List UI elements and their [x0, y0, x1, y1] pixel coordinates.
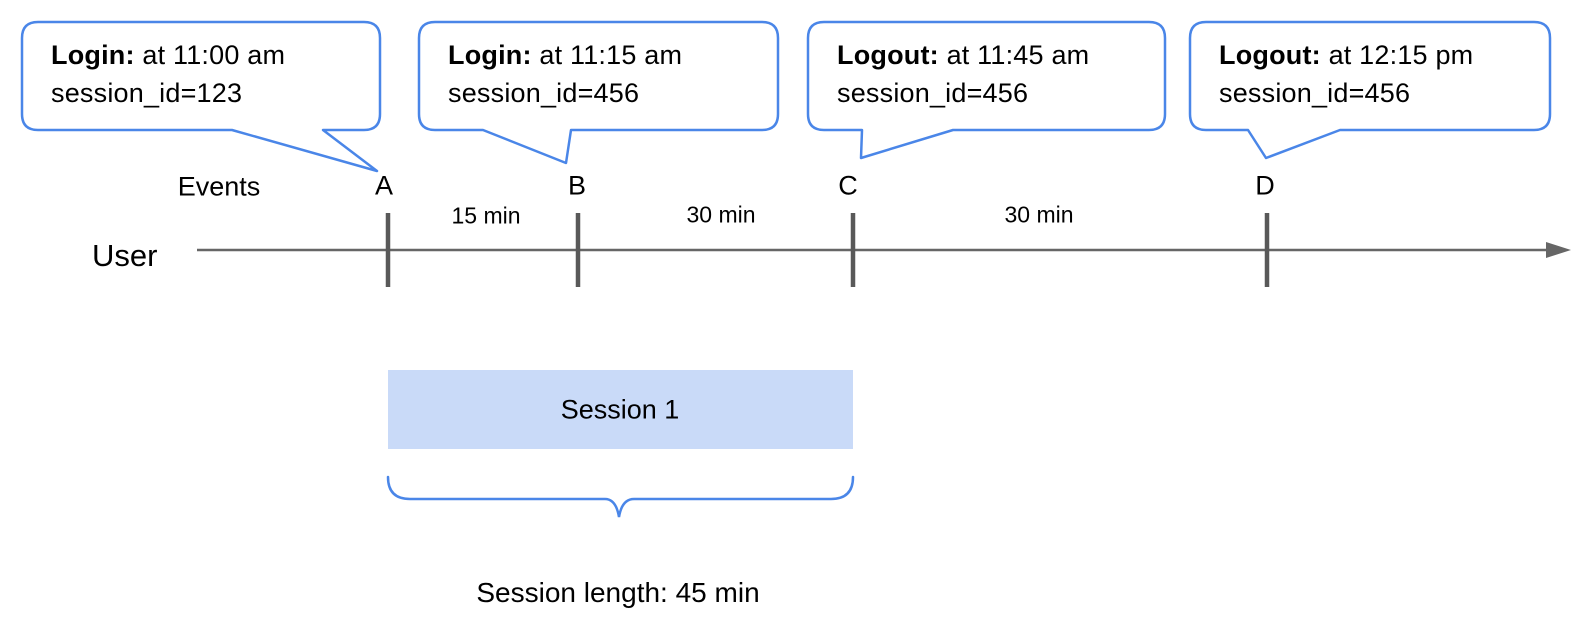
session-box-label: Session 1	[560, 394, 680, 425]
callout-bubble-a-shape	[20, 20, 382, 173]
session-brace-shape	[386, 475, 855, 518]
callout-bubble-c-shape	[806, 20, 1167, 160]
callout-a-line1: Login: at 11:00 am	[51, 36, 285, 74]
event-marker-d: D	[1255, 170, 1275, 201]
event-marker-c: C	[838, 170, 858, 201]
callout-c-session-id: session_id=456	[837, 78, 1029, 108]
callout-text-a: Login: at 11:00 am session_id=123	[51, 36, 285, 112]
callout-b-line1: Login: at 11:15 am	[448, 36, 682, 74]
event-marker-b: B	[567, 170, 587, 201]
callout-a-event-type: Login:	[51, 40, 135, 70]
interval-label-b-c: 30 min	[686, 201, 756, 228]
session-length-label: Session length: 45 min	[476, 577, 760, 608]
callout-c-event-type: Logout:	[837, 40, 939, 70]
timeline-arrowhead-icon	[1546, 242, 1571, 258]
callout-text-b: Login: at 11:15 am session_id=456	[448, 36, 682, 112]
callout-c-time: at 11:45 am	[946, 40, 1090, 70]
event-marker-a: A	[374, 170, 394, 201]
callout-b-event-type: Login:	[448, 40, 532, 70]
interval-label-c-d: 30 min	[1004, 201, 1074, 228]
callout-a-session-id: session_id=123	[51, 78, 243, 108]
callout-a-time: at 11:00 am	[142, 40, 286, 70]
callout-b-session-id: session_id=456	[448, 78, 640, 108]
user-row-label: User	[92, 238, 158, 273]
callout-bubble-b-shape	[417, 20, 780, 165]
callout-d-line1: Logout: at 12:15 pm	[1219, 36, 1473, 74]
callout-d-event-type: Logout:	[1219, 40, 1321, 70]
callout-d-session-id: session_id=456	[1219, 78, 1411, 108]
callout-c-line1: Logout: at 11:45 am	[837, 36, 1089, 74]
interval-label-a-b: 15 min	[451, 202, 521, 229]
callout-text-c: Logout: at 11:45 am session_id=456	[837, 36, 1089, 112]
session-span-box	[388, 370, 853, 449]
callout-b-time: at 11:15 am	[539, 40, 683, 70]
callout-bubble-d-shape	[1188, 20, 1552, 160]
events-row-label: Events	[177, 171, 261, 202]
callout-text-d: Logout: at 12:15 pm session_id=456	[1219, 36, 1473, 112]
callout-d-time: at 12:15 pm	[1328, 40, 1474, 70]
